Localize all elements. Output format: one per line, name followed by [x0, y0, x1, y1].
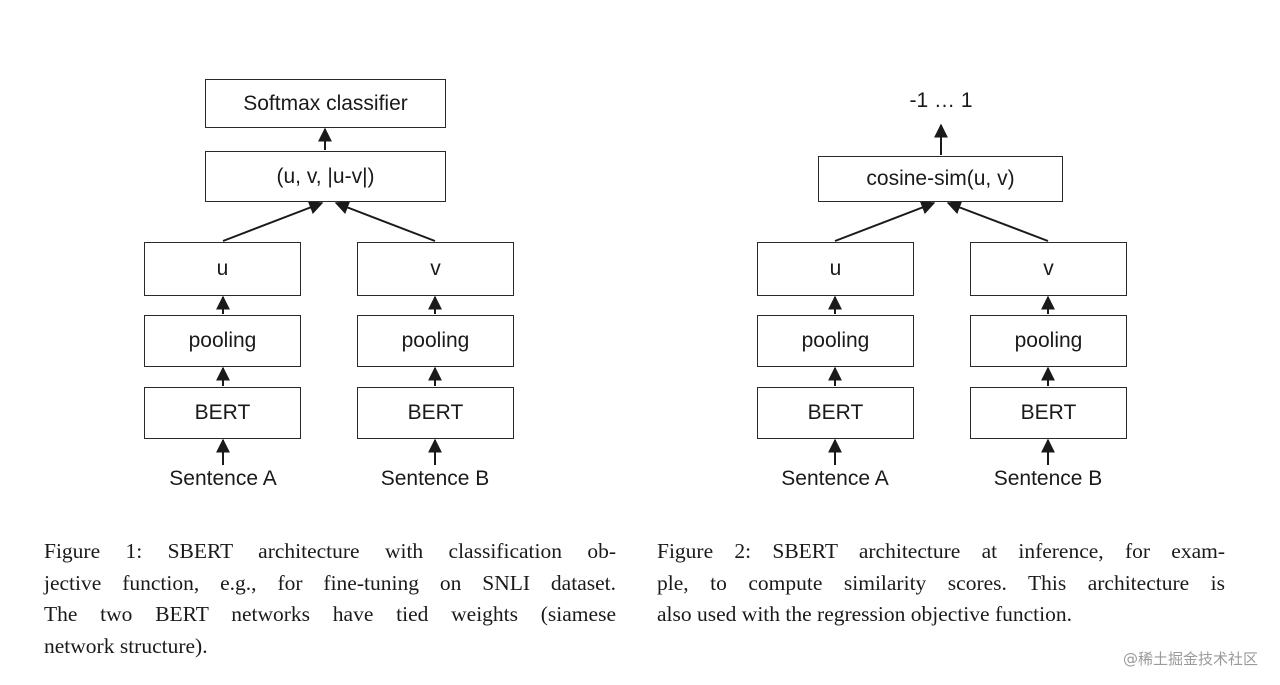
- figure1-caption: Figure 1: SBERT architecture with classi…: [44, 536, 616, 662]
- bert-box-right: BERT: [357, 387, 514, 439]
- bert-box-left: BERT: [144, 387, 301, 439]
- v-embedding-box-2: v: [970, 242, 1127, 296]
- v-embedding-box: v: [357, 242, 514, 296]
- figure1-caption-line: jective function, e.g., for fine-tuning …: [44, 570, 616, 595]
- pooling-box-left-2: pooling: [757, 315, 914, 367]
- bert-box-right-2: BERT: [970, 387, 1127, 439]
- arrow-v-to-concat: [334, 200, 436, 242]
- sentence-a-label-2: Sentence A: [781, 467, 889, 490]
- concat-uv-box: (u, v, |u-v|): [205, 151, 446, 202]
- figure1-caption-line: network structure).: [44, 633, 208, 658]
- figure2-caption-line: ple, to compute similarity scores. This …: [657, 570, 1225, 595]
- softmax-classifier-box: Softmax classifier: [205, 79, 446, 128]
- arrow-u-to-concat: [222, 200, 324, 242]
- arrow-u-to-cosine: [834, 200, 936, 242]
- pooling-box-left: pooling: [144, 315, 301, 367]
- output-range-label: -1 … 1: [909, 89, 973, 112]
- bert-box-left-2: BERT: [757, 387, 914, 439]
- sentence-b-label-2: Sentence B: [993, 467, 1103, 490]
- sentence-a-label: Sentence A: [169, 467, 277, 490]
- figure1-caption-line: Figure 1: SBERT architecture with classi…: [44, 539, 616, 563]
- u-embedding-box-2: u: [757, 242, 914, 296]
- arrow-v-to-cosine: [946, 200, 1049, 242]
- watermark: @稀土掘金技术社区: [1122, 650, 1258, 668]
- pooling-box-right-2: pooling: [970, 315, 1127, 367]
- figure2-caption: Figure 2: SBERT architecture at inferenc…: [657, 536, 1225, 631]
- figure2-caption-line: Figure 2: SBERT architecture at inferenc…: [657, 539, 1225, 563]
- u-embedding-box: u: [144, 242, 301, 296]
- cosine-sim-box: cosine-sim(u, v): [818, 156, 1063, 202]
- figure2-caption-line: also used with the regression objective …: [657, 602, 1072, 626]
- figure1-caption-line: The two BERT networks have tied weights …: [44, 602, 616, 626]
- pooling-box-right: pooling: [357, 315, 514, 367]
- sentence-b-label: Sentence B: [380, 467, 490, 490]
